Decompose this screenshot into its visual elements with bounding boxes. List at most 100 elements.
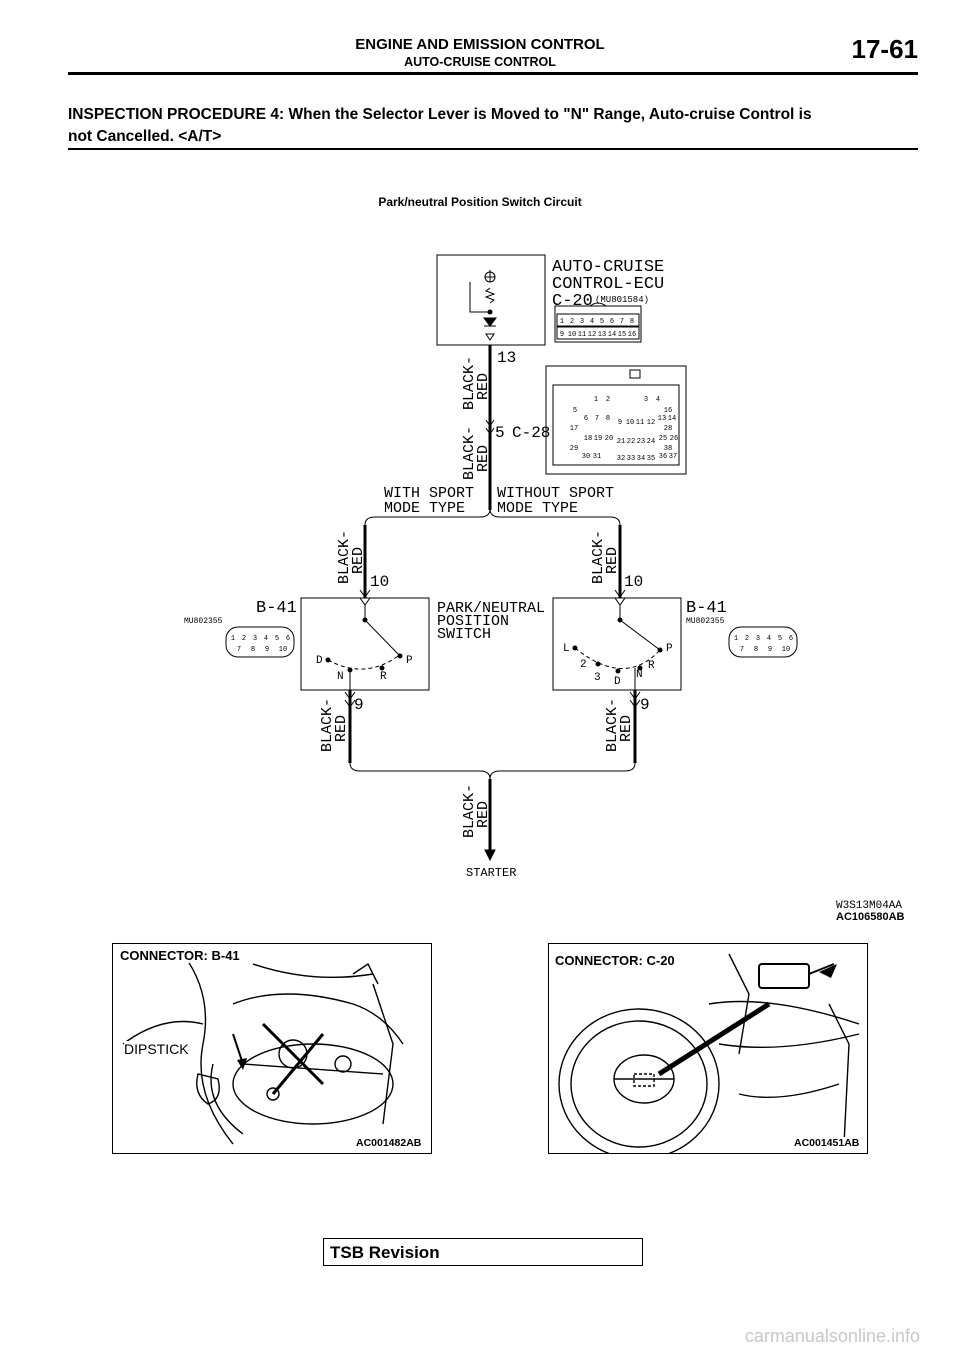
- svg-text:13: 13: [598, 331, 606, 339]
- svg-text:7: 7: [595, 415, 599, 423]
- wire-label-a1: BLACK-: [461, 356, 478, 410]
- starter-arrow: [484, 849, 496, 862]
- svg-text:10: 10: [782, 646, 790, 654]
- svg-text:1: 1: [231, 635, 235, 643]
- svg-text:11: 11: [636, 419, 644, 427]
- ecu-part-number: (MU801584): [595, 295, 649, 305]
- svg-text:1: 1: [594, 396, 598, 404]
- tsb-revision-box: TSB Revision: [323, 1238, 643, 1266]
- svg-text:7: 7: [237, 646, 241, 654]
- wire-label-b2: RED: [475, 445, 492, 472]
- pin-5-label: 5: [495, 424, 505, 442]
- svg-text:9: 9: [618, 419, 622, 427]
- right-pin-10: 10: [624, 573, 643, 591]
- svg-text:18: 18: [584, 435, 592, 443]
- dipstick-callout: DIPSTICK: [124, 1041, 189, 1057]
- svg-text:15: 15: [618, 331, 626, 339]
- svg-text:1: 1: [560, 318, 564, 326]
- svg-text:4: 4: [767, 635, 771, 643]
- svg-text:34: 34: [637, 455, 645, 463]
- svg-text:6: 6: [584, 415, 588, 423]
- right-switch-box: [552, 597, 682, 691]
- header-subtitle: AUTO-CRUISE CONTROL: [404, 55, 556, 69]
- svg-text:2: 2: [745, 635, 749, 643]
- without-sport-line1: WITHOUT SPORT: [497, 485, 614, 502]
- svg-text:8: 8: [630, 318, 634, 326]
- svg-text:5: 5: [573, 407, 577, 415]
- svg-text:8: 8: [251, 646, 255, 654]
- wire-label-b1: BLACK-: [461, 426, 478, 480]
- left-b41-part: MU802355: [184, 617, 223, 626]
- ecu-title-line1: AUTO-CRUISE: [552, 258, 664, 277]
- svg-text:8: 8: [606, 415, 610, 423]
- header-title: ENGINE AND EMISSION CONTROL: [355, 36, 605, 53]
- svg-text:22: 22: [627, 438, 635, 446]
- ecu-connector-label: C-20: [552, 292, 593, 311]
- svg-text:24: 24: [647, 438, 655, 446]
- wire-label-g2: RED: [475, 801, 492, 828]
- svg-text:36: 36: [659, 453, 667, 461]
- svg-text:2: 2: [242, 635, 246, 643]
- svg-text:6: 6: [286, 635, 290, 643]
- wire-label-f1: BLACK-: [604, 698, 621, 752]
- svg-text:3: 3: [253, 635, 257, 643]
- c28-connector-box: [545, 365, 687, 475]
- svg-text:4: 4: [264, 635, 268, 643]
- svg-text:21: 21: [617, 438, 625, 446]
- svg-text:13: 13: [658, 415, 666, 423]
- left-pos-n: N: [337, 671, 344, 683]
- svg-text:9: 9: [768, 646, 772, 654]
- heading-rule: [68, 148, 918, 150]
- svg-text:16: 16: [664, 407, 672, 415]
- photo-b41-label: CONNECTOR: B-41: [118, 948, 242, 963]
- svg-text:10: 10: [568, 331, 576, 339]
- wire-label-e1: BLACK-: [319, 698, 336, 752]
- right-b41-face: [728, 626, 798, 658]
- left-pin-10: 10: [370, 573, 389, 591]
- switch-name-line2: POSITION: [437, 613, 509, 630]
- svg-text:23: 23: [637, 438, 645, 446]
- left-pos-d: D: [316, 655, 323, 667]
- svg-text:4: 4: [656, 396, 660, 404]
- svg-text:3: 3: [756, 635, 760, 643]
- svg-text:6: 6: [789, 635, 793, 643]
- wire-label-a2: RED: [475, 373, 492, 400]
- right-pos-2: 2: [580, 659, 587, 671]
- svg-text:26: 26: [670, 435, 678, 443]
- svg-text:29: 29: [570, 445, 578, 453]
- svg-text:10: 10: [279, 646, 287, 654]
- svg-text:19: 19: [594, 435, 602, 443]
- starter-label: STARTER: [466, 866, 516, 880]
- right-b41-label: B-41: [686, 599, 727, 618]
- with-sport-line1: WITH SPORT: [384, 485, 474, 502]
- svg-text:5: 5: [275, 635, 279, 643]
- right-pos-r: R: [648, 660, 655, 672]
- right-pos-n: N: [636, 669, 643, 681]
- photo-c20: [548, 943, 868, 1154]
- svg-text:17: 17: [570, 425, 578, 433]
- left-pos-r: R: [380, 671, 387, 683]
- svg-text:25: 25: [659, 435, 667, 443]
- left-b41-face: [225, 626, 295, 658]
- without-sport-line2: MODE TYPE: [497, 500, 578, 517]
- svg-text:3: 3: [580, 318, 584, 326]
- svg-text:31: 31: [593, 453, 601, 461]
- pin-13-label: 13: [497, 349, 516, 367]
- wire-label-d1: BLACK-: [590, 530, 607, 584]
- svg-text:8: 8: [754, 646, 758, 654]
- svg-text:28: 28: [664, 425, 672, 433]
- svg-text:2: 2: [570, 318, 574, 326]
- drawing-code: W3S13M04AA: [836, 900, 902, 912]
- switch-name-line3: SWITCH: [437, 626, 491, 643]
- svg-text:30: 30: [582, 453, 590, 461]
- right-pin-9: 9: [640, 696, 650, 714]
- procedure-heading-line1: INSPECTION PROCEDURE 4: When the Selecto…: [68, 106, 812, 123]
- svg-text:33: 33: [627, 455, 635, 463]
- wire-label-g1: BLACK-: [461, 784, 478, 838]
- left-b41-label: B-41: [256, 599, 297, 618]
- svg-text:5: 5: [778, 635, 782, 643]
- right-pos-3: 3: [594, 672, 601, 684]
- svg-text:37: 37: [669, 453, 677, 461]
- wire-label-d2: RED: [604, 547, 621, 574]
- figure-title: Park/neutral Position Switch Circuit: [378, 195, 582, 209]
